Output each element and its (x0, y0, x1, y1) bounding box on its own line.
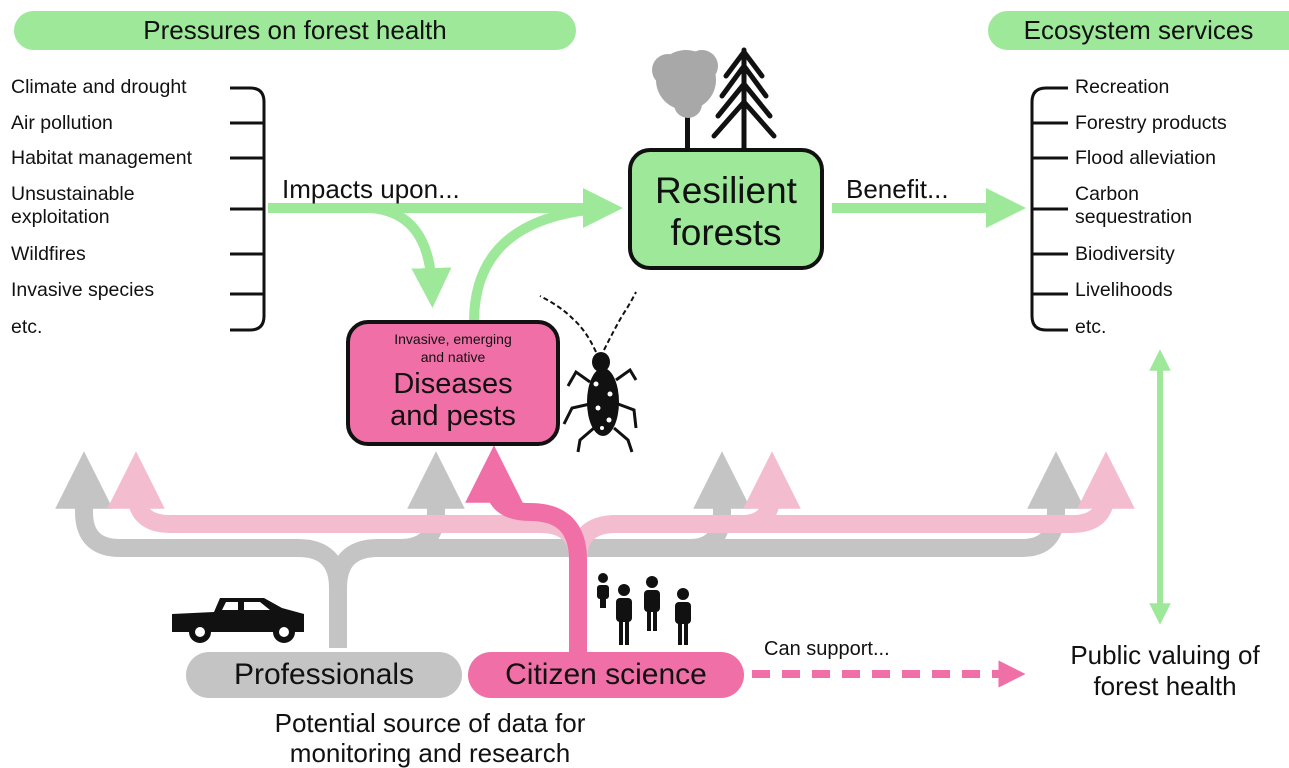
citizen-to-diseases-arrow (465, 445, 587, 652)
service-item: Livelihoods (1075, 279, 1173, 301)
pressures-header-label: Pressures on forest health (143, 15, 447, 45)
diseases-subtitle-line1: Invasive, emerging (394, 331, 512, 347)
pressure-item: Air pollution (11, 112, 113, 134)
public-valuing-label: Public valuing of forest health (1040, 640, 1289, 702)
public-valuing-line1: Public valuing of (1070, 640, 1260, 670)
pressure-item: Invasive species (11, 279, 155, 301)
impacts-label: Impacts upon... (282, 174, 460, 204)
pressure-item: exploitation (11, 206, 110, 228)
pressure-item: Unsustainable (11, 183, 135, 205)
pressure-item: etc. (11, 316, 43, 338)
data-source-line2: monitoring and research (289, 738, 571, 768)
beetle-icon (539, 291, 638, 453)
diseases-title-line2: and pests (390, 400, 516, 432)
can-support-label: Can support... (764, 638, 890, 660)
resilient-label-line1: Resilient (655, 170, 797, 211)
professionals-label: Professionals (233, 658, 415, 691)
service-item: Carbon (1075, 183, 1139, 205)
diseases-pests-box (346, 320, 560, 446)
benefit-label: Benefit... (846, 174, 949, 204)
data-source-caption: Potential source of data for monitoring … (220, 708, 640, 768)
impact-flow-arrows (268, 188, 623, 323)
service-item: Biodiversity (1075, 243, 1175, 265)
pressure-item: Wildfires (11, 243, 86, 265)
service-item: Recreation (1075, 76, 1170, 98)
professionals-flow-arrows (55, 451, 1085, 648)
service-item: Flood alleviation (1075, 147, 1216, 169)
service-item: sequestration (1075, 206, 1193, 228)
diseases-title-line1: Diseases (393, 368, 513, 400)
service-item: Forestry products (1075, 112, 1227, 134)
services-bracket (1030, 86, 1068, 332)
professionals-pill: Professionals (186, 652, 462, 698)
pressure-item: Climate and drought (11, 76, 187, 98)
conifer-tree-icon (711, 47, 777, 155)
services-header: Ecosystem services (988, 11, 1289, 50)
services-header-label: Ecosystem services (1023, 15, 1254, 45)
deciduous-tree-icon (652, 50, 718, 150)
public-valuing-line2: forest health (1093, 671, 1237, 701)
diseases-pests-label: Invasive, emerging and native Diseases a… (348, 330, 558, 432)
pressures-bracket (230, 86, 266, 332)
resilient-forests-label: Resilient forests (630, 170, 822, 254)
data-source-line1: Potential source of data for (274, 708, 586, 738)
service-item: etc. (1075, 316, 1107, 338)
resilient-label-line2: forests (670, 212, 782, 253)
citizen-science-label: Citizen science (505, 658, 707, 691)
diseases-subtitle-line2: and native (420, 349, 486, 365)
resilient-forests-box (628, 148, 824, 270)
pressures-header: Pressures on forest health (14, 11, 576, 50)
pickup-truck-icon (172, 598, 304, 643)
pressure-item: Habitat management (11, 147, 193, 169)
people-icon (597, 573, 691, 645)
citizen-science-pill: Citizen science (468, 652, 744, 698)
